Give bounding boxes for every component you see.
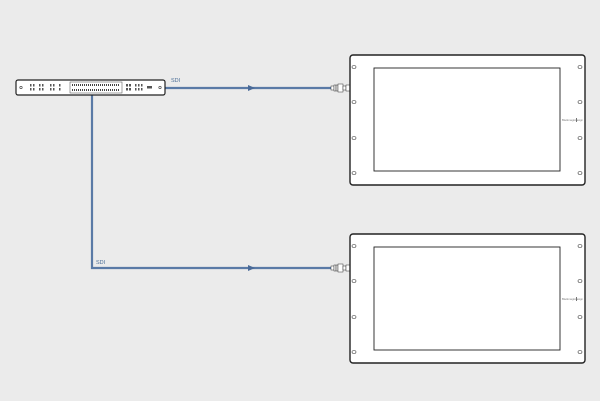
- sdi-label-top: SDI: [171, 78, 181, 84]
- rack-unit-icon: [15, 79, 166, 96]
- monitor-logo: Blackmagicdesign: [562, 118, 583, 122]
- sdi-label-bottom: SDI: [96, 260, 106, 266]
- bnc-connector-icon: [330, 83, 351, 93]
- monitor-icon: Blackmagicdesign: [349, 233, 586, 364]
- monitor-icon: Blackmagicdesign: [349, 54, 586, 186]
- monitor-logo: Blackmagicdesign: [562, 297, 583, 301]
- bnc-connector-icon: [330, 263, 351, 273]
- arrow-right-icon: [248, 85, 255, 91]
- arrow-right-icon: [248, 265, 255, 271]
- sdi-cable-top: [165, 85, 333, 91]
- sdi-cable-bottom: [90, 95, 333, 271]
